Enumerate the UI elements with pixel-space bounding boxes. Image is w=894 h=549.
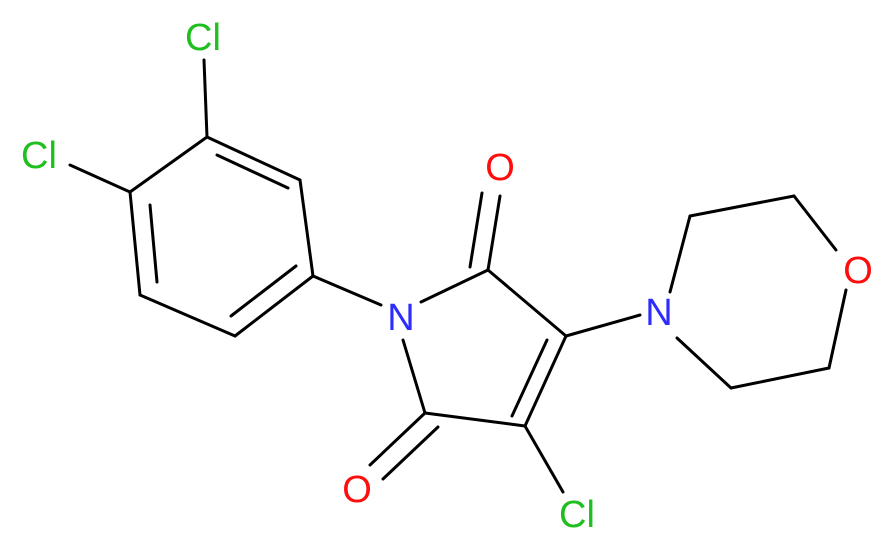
atom-labels: Cl Cl O O N N O Cl — [21, 17, 873, 536]
bond — [368, 411, 427, 467]
bond — [128, 135, 209, 194]
oxygen-atom-label: O — [342, 469, 372, 511]
bond — [564, 313, 642, 338]
bond — [668, 214, 692, 294]
bond — [423, 411, 527, 428]
bond — [688, 194, 796, 218]
bond — [401, 338, 427, 415]
bond — [381, 425, 440, 481]
bond — [792, 194, 838, 252]
bond — [523, 334, 568, 428]
bond — [675, 336, 733, 390]
chlorine-atom-label: Cl — [21, 135, 57, 177]
bond — [205, 135, 302, 182]
bond — [215, 153, 290, 190]
bond — [827, 288, 848, 370]
chlorine-atom-label: Cl — [559, 494, 595, 536]
nitrogen-atom-label: N — [387, 297, 414, 339]
bond — [128, 190, 142, 297]
chlorine-atom-label: Cl — [185, 17, 221, 59]
bond — [486, 194, 502, 272]
bond — [729, 366, 831, 390]
bond — [510, 338, 549, 418]
bond — [68, 163, 132, 194]
bond — [138, 293, 237, 338]
bond — [486, 268, 568, 338]
oxygen-atom-label: O — [843, 250, 873, 292]
bond — [298, 178, 315, 278]
bond — [311, 274, 383, 307]
bond — [202, 58, 209, 139]
bond — [419, 268, 490, 304]
bond — [229, 264, 298, 318]
oxygen-atom-label: O — [485, 147, 515, 189]
nitrogen-atom-label: N — [645, 292, 672, 334]
bonds — [68, 58, 848, 494]
bond — [523, 424, 565, 494]
bond — [233, 274, 315, 338]
bond — [148, 203, 159, 284]
bond — [468, 191, 484, 269]
